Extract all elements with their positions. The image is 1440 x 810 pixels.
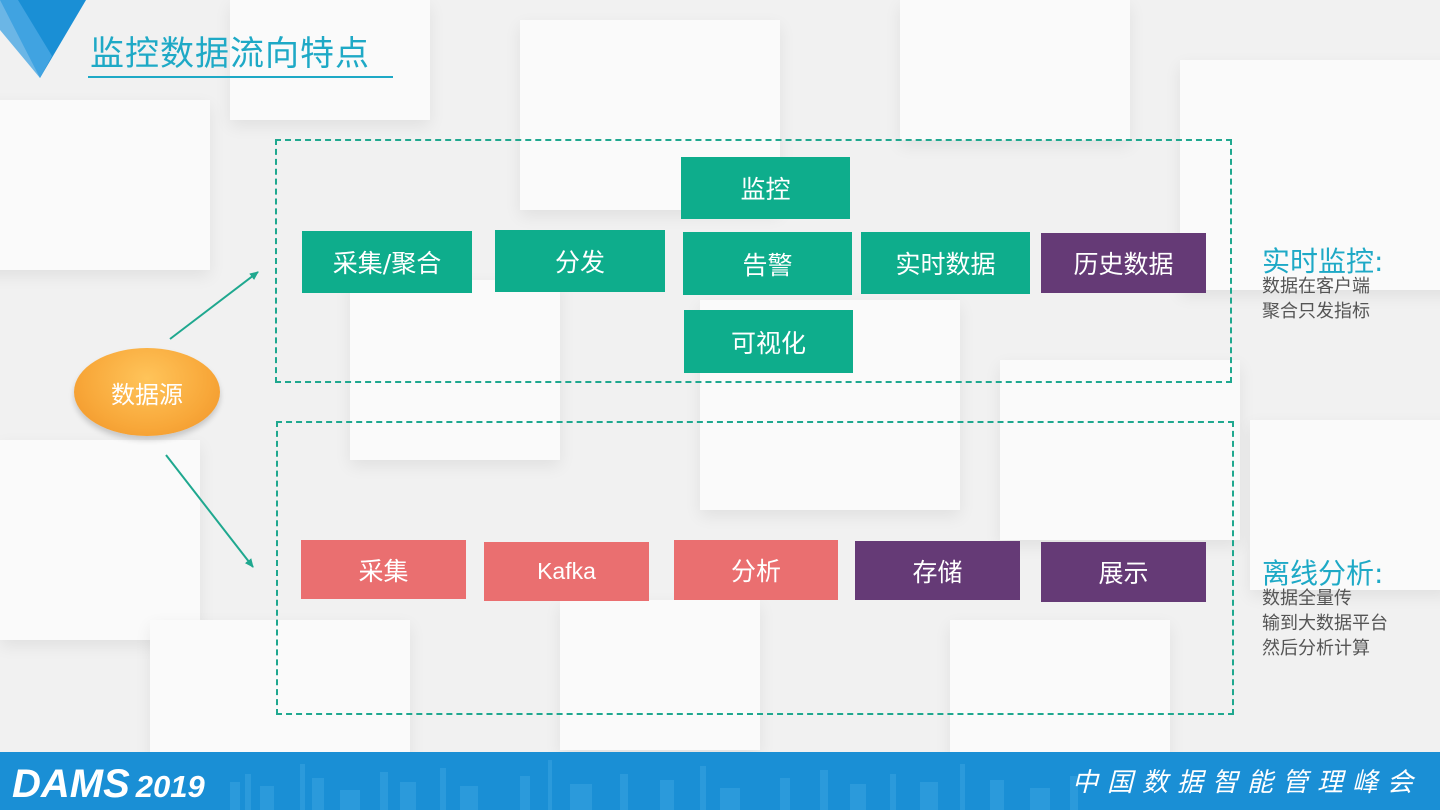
off-store-node: 存储 bbox=[855, 541, 1020, 600]
rt-realtime-data-node: 实时数据 bbox=[861, 232, 1030, 294]
rt-distribute-node: 分发 bbox=[495, 230, 665, 292]
off-analyze-node: 分析 bbox=[674, 540, 838, 600]
brand-name: DAMS bbox=[12, 762, 130, 806]
rt-visualize-node: 可视化 bbox=[684, 310, 853, 373]
realtime-desc-line: 数据在客户端 bbox=[1262, 274, 1370, 299]
off-kafka-node: Kafka bbox=[484, 542, 649, 601]
off-display-node: 展示 bbox=[1041, 542, 1206, 602]
offline-description: 数据全量传 输到大数据平台 然后分析计算 bbox=[1262, 586, 1388, 661]
offline-desc-line: 数据全量传 bbox=[1262, 586, 1388, 611]
title-underline bbox=[88, 76, 393, 78]
page-title: 监控数据流向特点 bbox=[90, 26, 370, 75]
brand-year: 2019 bbox=[136, 769, 205, 804]
rt-alert-node: 告警 bbox=[683, 232, 852, 295]
rt-history-data-node: 历史数据 bbox=[1041, 233, 1206, 293]
offline-desc-line: 然后分析计算 bbox=[1262, 636, 1388, 661]
off-collect-node: 采集 bbox=[301, 540, 466, 599]
footer-slogan: 中国数据智能管理峰会 bbox=[1072, 762, 1422, 799]
data-source-node: 数据源 bbox=[74, 348, 220, 436]
realtime-desc-line: 聚合只发指标 bbox=[1262, 299, 1370, 324]
rt-monitor-node: 监控 bbox=[681, 157, 850, 219]
offline-desc-line: 输到大数据平台 bbox=[1262, 611, 1388, 636]
corner-logo-icon bbox=[0, 0, 90, 80]
realtime-description: 数据在客户端 聚合只发指标 bbox=[1262, 274, 1370, 324]
rt-collect-node: 采集/聚合 bbox=[302, 231, 472, 293]
